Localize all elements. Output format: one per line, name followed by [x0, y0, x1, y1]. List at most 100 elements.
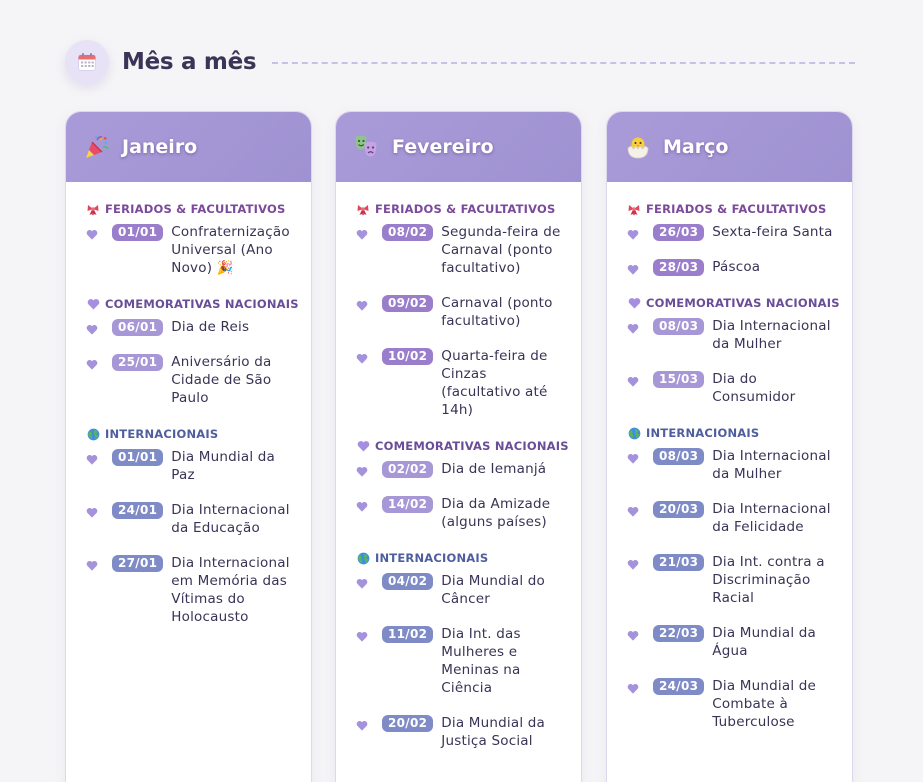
theater-masks-icon	[354, 134, 380, 160]
event-label: Dia Int. das Mulheres e Meninas na Ciênc…	[441, 626, 521, 696]
month-body: FERIADOS & FACULTATIVOS 08/02 Segunda-feir…	[336, 182, 581, 750]
ribbon-icon	[356, 202, 370, 216]
category-label: FERIADOS & FACULTATIVOS	[375, 202, 556, 216]
category-title: COMEMORATIVAS NACIONAIS	[627, 296, 852, 310]
calendar-icon	[78, 53, 96, 71]
event-label: Dia de Reis	[171, 319, 250, 335]
event-label: Sexta-feira Santa	[712, 224, 833, 240]
date-badge: 24/03	[653, 678, 705, 695]
event-item: 15/03 Dia do Consumidor	[627, 371, 852, 406]
category-nacionais: COMEMORATIVAS NACIONAIS 02/02 Dia de Ieman…	[356, 439, 581, 531]
heart-icon	[356, 574, 368, 589]
event-label: Dia Mundial do Câncer	[441, 573, 546, 607]
date-badge: 08/02	[382, 224, 434, 241]
section-header: Mês a mês	[65, 40, 855, 84]
heart-icon	[356, 716, 368, 731]
heart-icon	[627, 225, 639, 240]
date-badge: 26/03	[653, 224, 705, 241]
party-popper-icon	[84, 134, 110, 160]
event-label: Dia de Iemanjá	[441, 461, 547, 477]
month-card-fevereiro: Fevereiro FERIADOS & FACULTATIVOS 08/02 Se…	[335, 111, 582, 782]
date-badge: 22/03	[653, 625, 705, 642]
event-label: Páscoa	[712, 259, 761, 275]
category-feriados: FERIADOS & FACULTATIVOS 08/02 Segunda-feir…	[356, 202, 581, 419]
category-label: COMEMORATIVAS NACIONAIS	[105, 297, 299, 311]
heart-icon	[86, 225, 98, 240]
globe-icon	[86, 427, 100, 441]
month-name: Fevereiro	[392, 136, 494, 158]
month-header: Março	[607, 112, 852, 182]
event-item: 06/01 Dia de Reis	[86, 319, 311, 336]
category-label: FERIADOS & FACULTATIVOS	[646, 202, 827, 216]
event-label: Dia Internacional da Mulher	[712, 448, 831, 482]
hatching-chick-icon	[625, 134, 651, 160]
event-label: Dia Mundial da Paz	[171, 449, 276, 483]
event-label: Dia do Consumidor	[712, 371, 796, 405]
date-badge: 15/03	[653, 371, 705, 388]
category-title: INTERNACIONAIS	[356, 551, 581, 565]
date-badge: 10/02	[382, 348, 434, 365]
heart-icon	[627, 555, 639, 570]
heart-icon	[627, 260, 639, 275]
event-label: Carnaval (ponto facultativo)	[441, 295, 553, 329]
category-label: INTERNACIONAIS	[105, 427, 219, 441]
globe-icon	[356, 551, 370, 565]
month-card-marco: Março FERIADOS & FACULTATIVOS 26/03 Sexta-…	[606, 111, 853, 782]
event-label: Dia Internacional da Felicidade	[712, 501, 831, 535]
category-label: COMEMORATIVAS NACIONAIS	[375, 439, 569, 453]
heart-icon	[86, 320, 98, 335]
month-name: Janeiro	[122, 136, 198, 158]
event-label: Segunda-feira de Carnaval (ponto faculta…	[441, 224, 561, 276]
month-name: Março	[663, 136, 729, 158]
category-label: FERIADOS & FACULTATIVOS	[105, 202, 286, 216]
event-item: 08/03 Dia Internacional da Mulher	[627, 318, 852, 353]
event-label: Dia Internacional em Memória das Vítimas…	[171, 555, 290, 625]
heart-icon	[627, 502, 639, 517]
event-label: Quarta-feira de Cinzas (facultativo até …	[441, 348, 548, 418]
date-badge: 27/01	[112, 555, 164, 572]
event-label: Dia Internacional da Mulher	[712, 318, 831, 352]
date-badge: 06/01	[112, 319, 164, 336]
category-label: INTERNACIONAIS	[375, 551, 489, 565]
event-label: Dia Int. contra a Discriminação Racial	[712, 554, 825, 606]
purple-heart-icon	[86, 297, 100, 311]
date-badge: 01/01	[112, 224, 164, 241]
month-body: FERIADOS & FACULTATIVOS 26/03 Sexta-feira …	[607, 182, 852, 731]
date-badge: 14/02	[382, 496, 434, 513]
date-badge: 08/03	[653, 318, 705, 335]
category-title: FERIADOS & FACULTATIVOS	[627, 202, 852, 216]
date-badge: 01/01	[112, 449, 164, 466]
category-title: COMEMORATIVAS NACIONAIS	[86, 297, 311, 311]
section-title: Mês a mês	[122, 49, 257, 75]
category-title: INTERNACIONAIS	[627, 426, 852, 440]
category-feriados: FERIADOS & FACULTATIVOS 26/03 Sexta-feira …	[627, 202, 852, 276]
date-badge: 02/02	[382, 461, 434, 478]
purple-heart-icon	[356, 439, 370, 453]
event-item: 02/02 Dia de Iemanjá	[356, 461, 581, 478]
event-item: 01/01 Dia Mundial da Paz	[86, 449, 311, 484]
heart-icon	[86, 450, 98, 465]
category-nacionais: COMEMORATIVAS NACIONAIS 08/03 Dia Internac…	[627, 296, 852, 406]
dashed-divider	[272, 62, 855, 64]
month-header: Janeiro	[66, 112, 311, 182]
heart-icon	[627, 679, 639, 694]
heart-icon	[627, 372, 639, 387]
heart-icon	[86, 503, 98, 518]
heart-icon	[356, 296, 368, 311]
event-item: 08/03 Dia Internacional da Mulher	[627, 448, 852, 483]
category-title: COMEMORATIVAS NACIONAIS	[356, 439, 581, 453]
event-item: 26/03 Sexta-feira Santa	[627, 224, 852, 241]
date-badge: 08/03	[653, 448, 705, 465]
category-title: FERIADOS & FACULTATIVOS	[86, 202, 311, 216]
ribbon-icon	[627, 202, 641, 216]
